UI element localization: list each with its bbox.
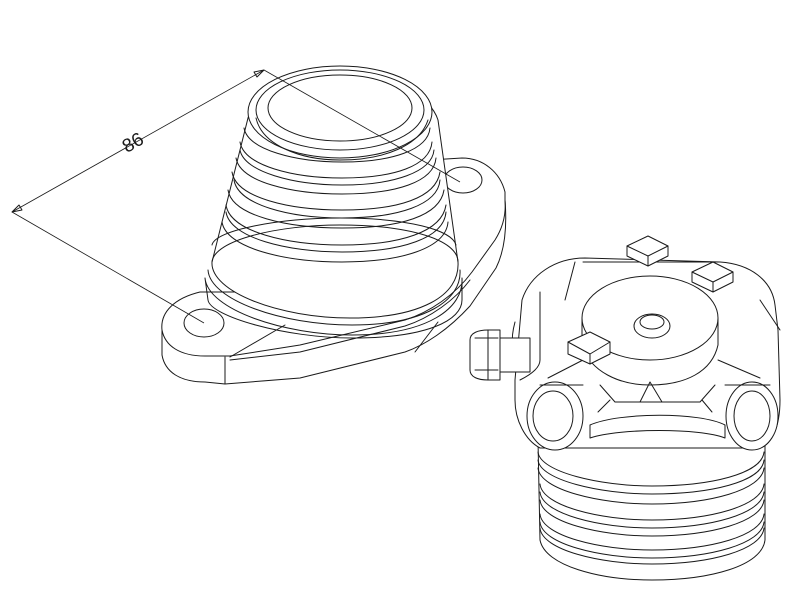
four-way-head-part <box>469 235 781 581</box>
flanged-housing-part: 86 <box>11 65 507 385</box>
side-screw <box>469 329 531 381</box>
top-cap <box>247 65 433 161</box>
head-housing <box>511 257 781 449</box>
stud-top <box>626 235 669 267</box>
port-left <box>526 381 584 451</box>
ribbed-base <box>537 439 766 581</box>
stud-right <box>691 261 734 293</box>
port-right <box>724 381 779 451</box>
dimension-label: 86 <box>119 129 148 158</box>
stud-left <box>567 331 611 365</box>
bolt-hole-right <box>443 166 483 194</box>
